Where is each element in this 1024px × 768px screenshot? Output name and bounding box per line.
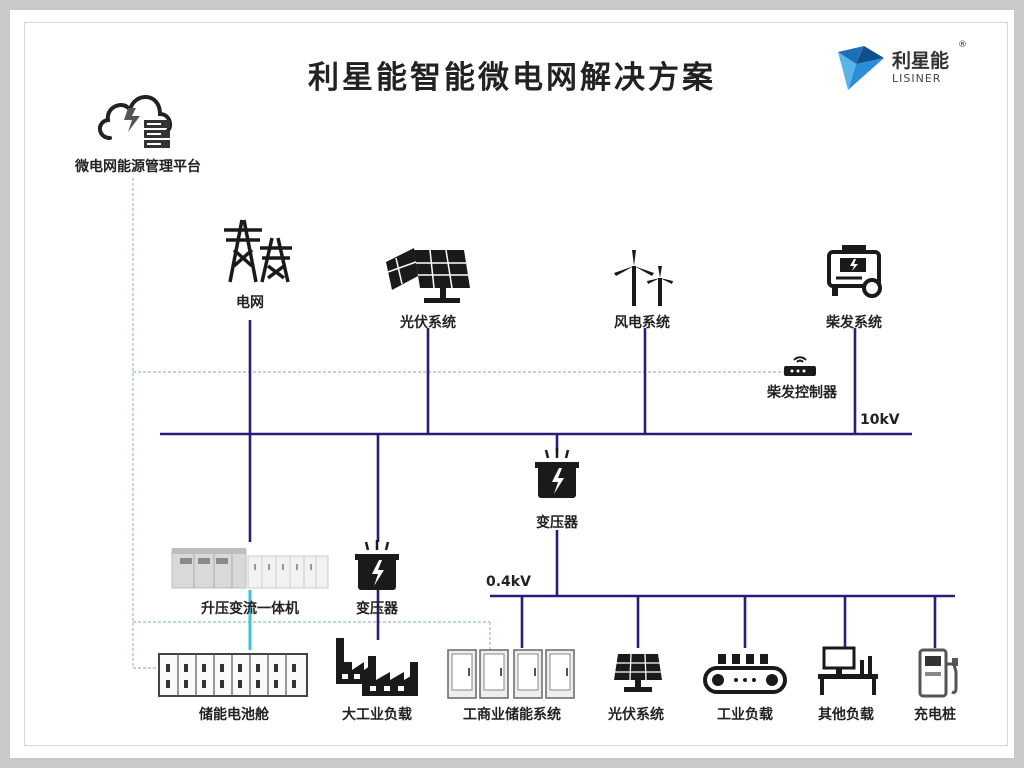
battery-cabin-icon bbox=[158, 653, 308, 697]
bus-04kv-label: 0.4kV bbox=[486, 574, 531, 590]
load-label-other: 其他负载 bbox=[818, 707, 874, 723]
ev-charger-icon bbox=[918, 648, 958, 698]
load-label-storage-cabin: 储能电池舱 bbox=[199, 707, 269, 723]
platform-label: 微电网能源管理平台 bbox=[75, 159, 201, 175]
wind-turbine-icon bbox=[614, 250, 673, 306]
source-label-wind: 风电系统 bbox=[614, 315, 670, 331]
transformer-main-label: 变压器 bbox=[536, 515, 578, 531]
bus-10kv-lines bbox=[160, 320, 912, 640]
factory-icon bbox=[336, 638, 418, 696]
power-tower-icon bbox=[224, 219, 292, 283]
communication-lines bbox=[132, 178, 790, 669]
brand-logo: 利星能 LISINER ® bbox=[834, 40, 984, 92]
load-label-charger: 充电桩 bbox=[914, 707, 956, 723]
transformer-icon bbox=[535, 448, 579, 498]
source-label-grid: 电网 bbox=[236, 295, 264, 311]
source-label-diesel: 柴发系统 bbox=[826, 315, 882, 331]
diesel-controller-label: 柴发控制器 bbox=[767, 385, 837, 401]
transformer-left-label: 变压器 bbox=[356, 601, 398, 617]
transformer-icon bbox=[355, 540, 399, 590]
source-label-pv: 光伏系统 bbox=[400, 315, 456, 331]
office-desk-icon bbox=[818, 646, 878, 695]
bus-10kv-label: 10kV bbox=[860, 412, 900, 428]
background-frame bbox=[10, 10, 1014, 758]
logo-en-text: LISINER bbox=[892, 72, 942, 85]
logo-cn-text: 利星能 bbox=[892, 50, 950, 72]
pcs-label: 升压变流一体机 bbox=[201, 601, 299, 617]
solar-panel-icon bbox=[386, 248, 470, 303]
load-label-ci-storage: 工商业储能系统 bbox=[463, 707, 561, 723]
load-label-heavy-industry: 大工业负载 bbox=[342, 707, 412, 723]
solar-panel-icon bbox=[614, 653, 662, 692]
load-label-pv-low: 光伏系统 bbox=[608, 707, 664, 723]
controller-icon bbox=[784, 356, 816, 376]
pcs-cabinet-icon bbox=[171, 548, 329, 589]
storage-cabinet-icon bbox=[447, 649, 575, 699]
conveyor-icon bbox=[703, 654, 787, 694]
cloud-server-icon bbox=[98, 95, 172, 148]
page-title: 利星能智能微电网解决方案 bbox=[308, 60, 716, 96]
load-label-industrial: 工业负载 bbox=[717, 707, 773, 723]
diesel-generator-icon bbox=[827, 245, 882, 298]
lisiner-logo-icon bbox=[838, 46, 884, 90]
logo-registered: ® bbox=[958, 40, 967, 50]
bus-04kv-lines bbox=[490, 594, 955, 648]
